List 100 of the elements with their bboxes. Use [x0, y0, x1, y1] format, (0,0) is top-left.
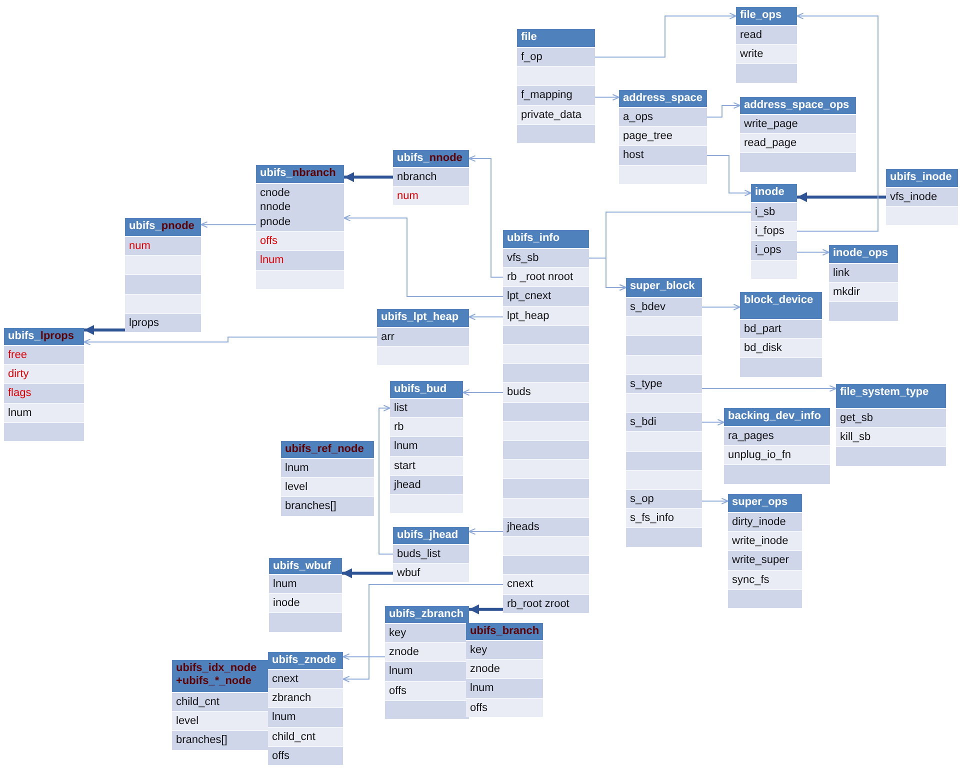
- struct-table: [736, 7, 797, 83]
- field-row: offs: [256, 232, 344, 250]
- struct-name: ubifs_zbranch: [385, 606, 469, 623]
- arrow: [343, 214, 504, 297]
- empty-row: [626, 470, 702, 489]
- field-row: bd_part: [740, 320, 822, 338]
- empty-row: [829, 302, 898, 321]
- field-row: s_fs_info: [626, 509, 702, 528]
- empty-row: [886, 207, 958, 226]
- struct-table: [390, 381, 463, 514]
- arrow: [342, 653, 386, 660]
- field-row: s_type: [626, 374, 702, 393]
- field-row: write_page: [740, 115, 856, 134]
- field-row: lnum: [4, 404, 84, 422]
- field-row: vfs_inode: [886, 188, 958, 206]
- arrow: [200, 221, 256, 228]
- empty-row: [517, 67, 595, 86]
- field-row: s_op: [626, 490, 702, 508]
- field-row: offs: [385, 682, 469, 700]
- empty-row: [503, 537, 589, 556]
- field-row: cnode nnode pnode: [256, 184, 344, 232]
- field-row: nbranch: [393, 168, 469, 186]
- empty-row: [503, 402, 589, 421]
- field-row: zbranch: [268, 689, 343, 708]
- empty-row: [517, 124, 595, 143]
- arrow: [706, 102, 741, 118]
- field-row: buds_list: [393, 545, 469, 564]
- field-row: i_ops: [751, 241, 797, 260]
- empty-row: [626, 528, 702, 547]
- struct-name: ubifs_wbuf: [269, 558, 342, 574]
- empty-row: [626, 356, 702, 374]
- field-row: key: [385, 624, 469, 642]
- field-row: list: [390, 399, 463, 418]
- field-row: branches[]: [281, 497, 374, 516]
- struct-table: [619, 90, 707, 184]
- empty-row: [728, 590, 802, 608]
- struct-name: ubifs_nnode: [393, 150, 469, 167]
- empty-row: [751, 260, 797, 279]
- empty-row: [4, 422, 84, 441]
- struct-name: block_device: [740, 292, 822, 319]
- struct-name: ubifs_bud: [390, 381, 463, 398]
- field-row: bd_disk: [740, 339, 822, 358]
- struct-table: [517, 29, 595, 143]
- empty-row: [503, 364, 589, 382]
- struct-table: [268, 652, 343, 765]
- field-row: lnum: [466, 679, 543, 698]
- empty-row: [626, 452, 702, 470]
- field-row: offs: [268, 746, 343, 765]
- field-row: ra_pages: [724, 427, 830, 446]
- arrow: [469, 604, 503, 614]
- field-row: free: [4, 346, 84, 364]
- struct-table: [740, 97, 856, 172]
- field-row: lpt_heap: [503, 306, 589, 325]
- field-row: lnum: [390, 437, 463, 456]
- struct-table: [829, 245, 898, 321]
- arrow: [594, 94, 620, 101]
- field-row: lnum: [256, 251, 344, 270]
- struct-name: ubifs_inode: [886, 169, 958, 187]
- struct-name: address_space: [619, 90, 707, 107]
- field-row: znode: [385, 643, 469, 662]
- arrow: [468, 155, 504, 278]
- arrow: [796, 248, 830, 256]
- arrow: [702, 418, 725, 426]
- field-row: start: [390, 456, 463, 475]
- field-row: rb: [390, 418, 463, 436]
- empty-row: [503, 556, 589, 574]
- arrow: [462, 389, 504, 396]
- field-row: inode: [269, 594, 342, 612]
- empty-row: [125, 275, 201, 294]
- field-row: lnum: [268, 708, 343, 727]
- field-row: num: [393, 187, 469, 206]
- field-row: lpt_cnext: [503, 287, 589, 306]
- struct-table: [626, 278, 702, 547]
- arrow: [706, 155, 752, 196]
- field-row: i_fops: [751, 222, 797, 240]
- field-row: lnum: [385, 662, 469, 681]
- field-row: s_bdi: [626, 413, 702, 432]
- arrow: [594, 12, 737, 58]
- struct-name: ubifs_pnode: [125, 218, 201, 236]
- field-row: lnum: [269, 575, 342, 594]
- struct-name: ubifs_nbranch: [256, 165, 344, 183]
- field-row: write_inode: [728, 532, 802, 550]
- struct-name: ubifs_ref_node: [281, 441, 374, 458]
- struct-table: [125, 218, 201, 332]
- struct-table: [393, 150, 469, 206]
- struct-table: [385, 606, 469, 719]
- empty-row: [503, 460, 589, 478]
- empty-row: [269, 613, 342, 632]
- struct-name: file_ops: [736, 7, 797, 25]
- field-row: branches[]: [172, 731, 268, 750]
- empty-row: [619, 166, 707, 184]
- empty-row: [736, 64, 797, 83]
- empty-row: [503, 441, 589, 460]
- field-row: flags: [4, 384, 84, 403]
- arrow: [468, 528, 504, 535]
- field-row: cnext: [268, 670, 343, 688]
- field-row: read: [736, 26, 797, 44]
- empty-row: [503, 498, 589, 517]
- field-row: offs: [466, 698, 543, 717]
- field-row: private_data: [517, 106, 595, 124]
